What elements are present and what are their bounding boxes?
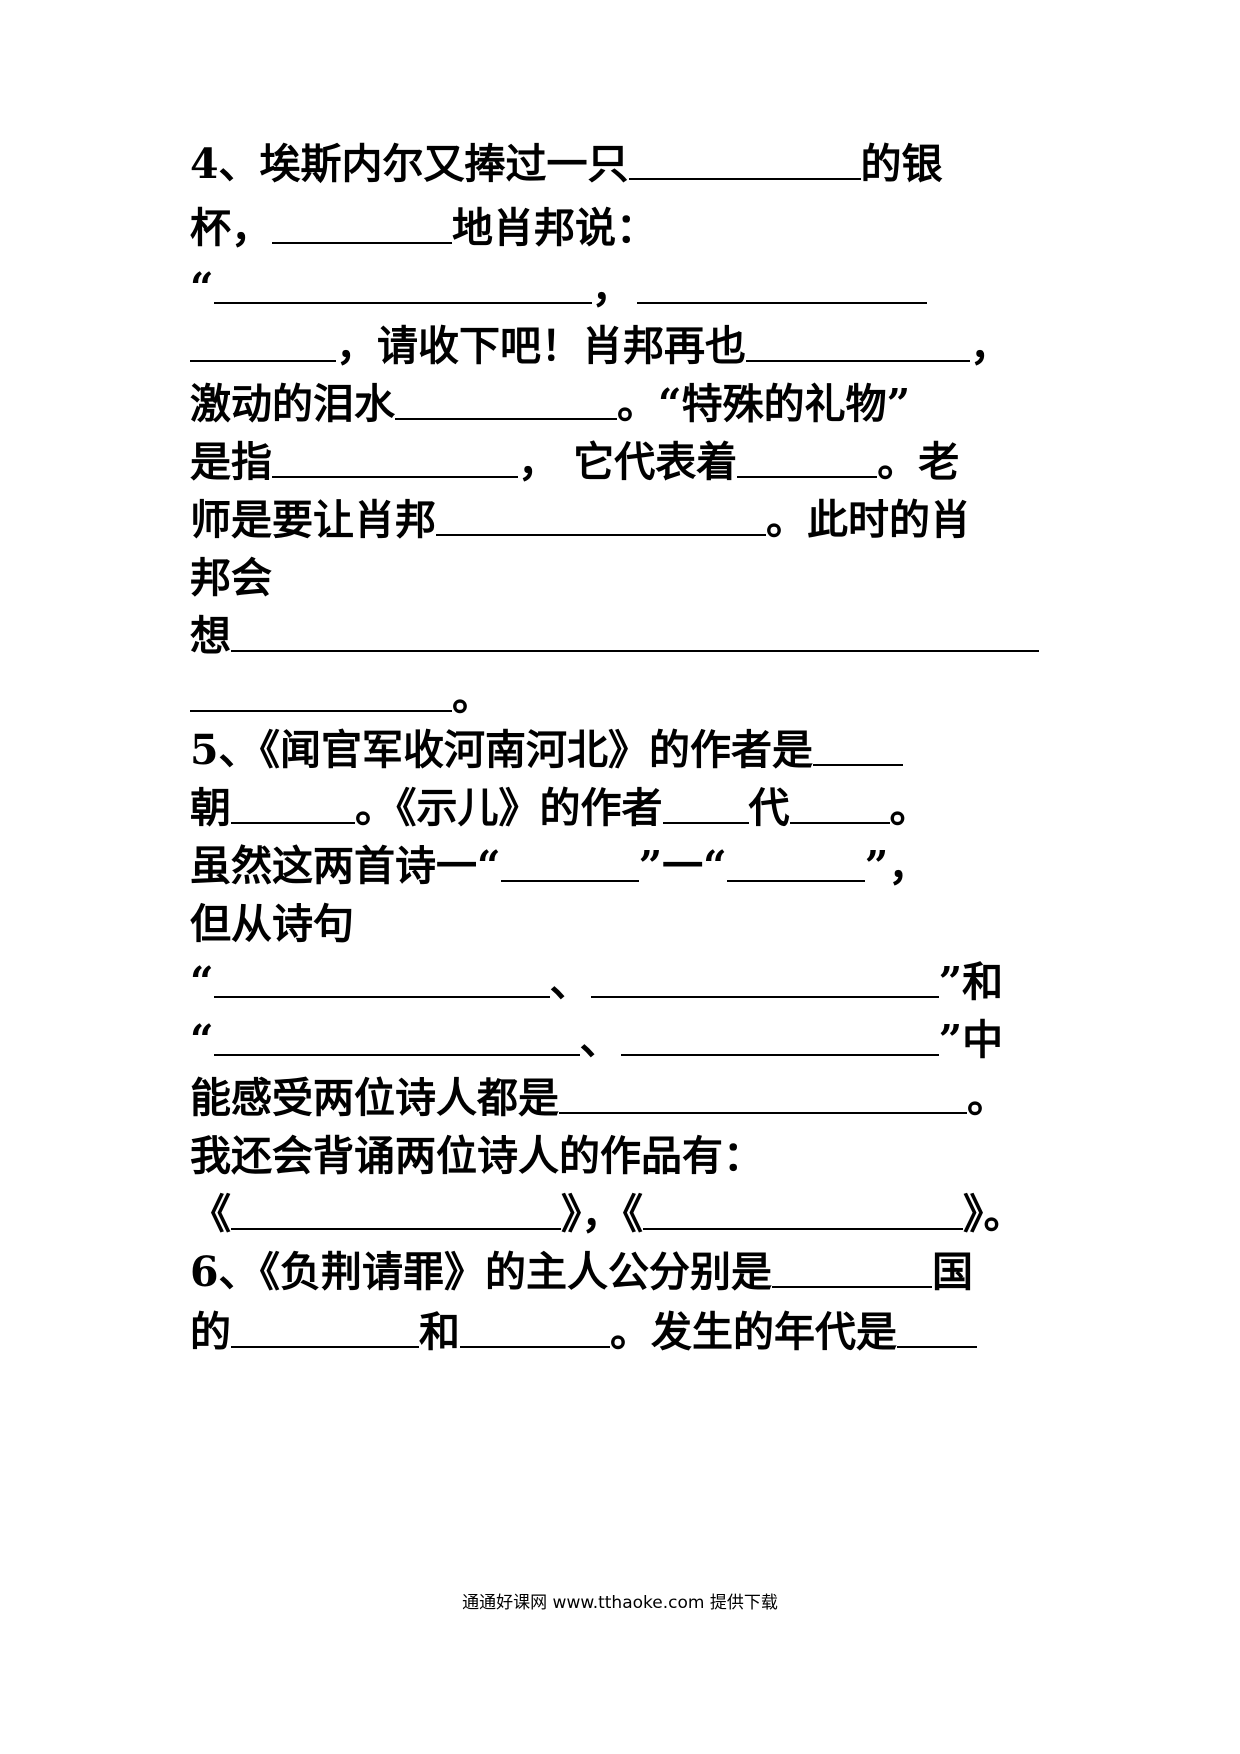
fill-blank[interactable] — [559, 1066, 967, 1114]
fill-blank[interactable] — [213, 1008, 580, 1056]
q4-line-8: 邦会 — [190, 554, 272, 602]
q5-line-3: 虽然这两首诗一“”一“”， — [190, 834, 929, 898]
fill-blank[interactable] — [460, 1300, 610, 1348]
q5-line-5: “、”和 — [190, 950, 1003, 1014]
q4-number: 4、 — [190, 140, 260, 188]
q4-line-3: “， — [190, 256, 927, 320]
fill-blank[interactable] — [628, 132, 861, 180]
q6-line-1: 6、《负荆请罪》的主人公分别是国 — [190, 1240, 973, 1304]
q4-line-2: 杯，地肖邦说： — [190, 196, 657, 260]
fill-blank[interactable] — [772, 1240, 933, 1288]
q6-number: 6、 — [190, 1248, 260, 1296]
fill-blank[interactable] — [213, 950, 550, 998]
fill-blank[interactable] — [231, 1182, 561, 1230]
fill-blank[interactable] — [272, 430, 518, 478]
fill-blank[interactable] — [789, 776, 890, 824]
q5-line-7: 能感受两位诗人都是。 — [190, 1066, 1008, 1130]
q5-line-8: 我还会背诵两位诗人的作品有： — [190, 1132, 764, 1180]
page-footer: 通通好课网 www.tthaoke.com 提供下载 — [462, 1593, 778, 1613]
q5-line-9: 《》，《》。 — [190, 1182, 1025, 1246]
q5-line-6: “、”中 — [190, 1008, 1003, 1072]
fill-blank[interactable] — [436, 488, 766, 536]
fill-blank[interactable] — [213, 256, 592, 304]
q4-line-1: 4、埃斯内尔又捧过一只的银 — [190, 132, 943, 196]
q4-line-9: 想 — [190, 604, 1039, 668]
q5-number: 5、 — [190, 726, 260, 774]
q5-line-2: 朝。《示儿》的作者代。 — [190, 776, 931, 840]
fill-blank[interactable] — [726, 834, 865, 882]
fill-blank[interactable] — [500, 834, 639, 882]
fill-blank[interactable] — [620, 1008, 939, 1056]
fill-blank[interactable] — [395, 372, 617, 420]
q4-line-7: 师是要让肖邦。此时的肖 — [190, 488, 971, 552]
fill-blank[interactable] — [662, 776, 749, 824]
fill-blank[interactable] — [746, 314, 970, 362]
q4-line-6: 是指， 它代表着。老 — [190, 430, 959, 494]
fill-blank[interactable] — [737, 430, 878, 478]
fill-blank[interactable] — [813, 718, 904, 766]
fill-blank[interactable] — [231, 1300, 419, 1348]
fill-blank[interactable] — [643, 1182, 963, 1230]
q6-line-2: 的和。发生的年代是 — [190, 1300, 977, 1364]
q5-line-1: 5、《闻官军收河南河北》的作者是 — [190, 718, 904, 782]
q4-line-4: ，请收下吧！肖邦再也， — [190, 314, 1011, 378]
fill-blank[interactable] — [272, 196, 452, 244]
fill-blank[interactable] — [590, 950, 939, 998]
q4-line-10: 。 — [190, 664, 493, 728]
fill-blank[interactable] — [190, 664, 452, 712]
fill-blank[interactable] — [231, 604, 1039, 652]
fill-blank[interactable] — [190, 314, 336, 362]
fill-blank[interactable] — [231, 776, 355, 824]
q4-line-5: 激动的泪水。“特殊的礼物” — [190, 372, 910, 436]
fill-blank[interactable] — [897, 1300, 977, 1348]
q5-line-4: 但从诗句 — [190, 900, 354, 948]
fill-blank[interactable] — [636, 256, 927, 304]
